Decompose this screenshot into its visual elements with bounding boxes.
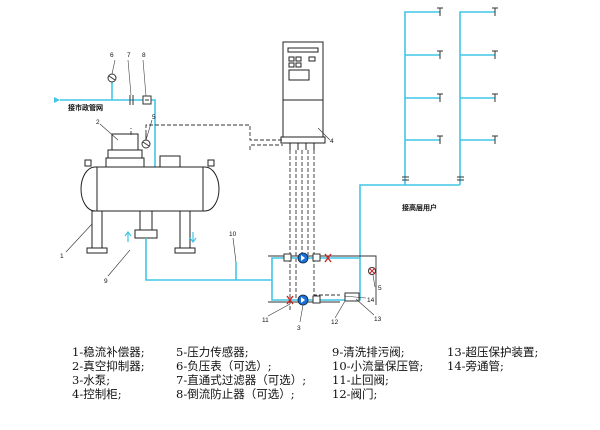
pump-pipes bbox=[145, 238, 361, 301]
legend-item: 7-直通式过滤器（可选）; bbox=[176, 373, 307, 387]
callout-10: 10 bbox=[229, 231, 237, 238]
legend-item: 11-止回阀; bbox=[332, 373, 389, 387]
callout-12: 12 bbox=[331, 319, 339, 326]
legend-item: 5-压力传感器; bbox=[176, 345, 249, 359]
callout-14: 14 bbox=[367, 297, 375, 304]
legend-item: 8-倒流防止器（可选）; bbox=[176, 387, 295, 401]
callout-6: 6 bbox=[110, 52, 114, 59]
pump-upper bbox=[297, 252, 309, 264]
control-cables bbox=[130, 124, 340, 310]
callout-leaders bbox=[65, 119, 376, 323]
vacuum-suppressor-gauge bbox=[141, 134, 151, 149]
legend-col-1: 1-稳流补偿器; 2-真空抑制器; 3-水泵; 4-控制柜; bbox=[72, 345, 145, 401]
callout-3: 3 bbox=[297, 325, 301, 332]
pump-lower bbox=[297, 294, 309, 306]
callout-labels: 1 2 3 4 5 6 7 8 9 10 11 12 13 14 5 bbox=[60, 52, 382, 332]
legend-col-3: 9-清洗排污阀; 10-小流量保压管; 11-止回阀; 12-阀门; bbox=[332, 345, 423, 401]
inlet-arrow bbox=[54, 97, 60, 103]
callout-1: 1 bbox=[60, 253, 64, 260]
legend-item: 4-控制柜; bbox=[72, 387, 122, 401]
legend-item: 2-真空抑制器; bbox=[72, 359, 145, 373]
inlet-pipe bbox=[60, 80, 156, 170]
legend-item: 14-旁通管; bbox=[447, 359, 504, 373]
callout-11: 11 bbox=[262, 317, 269, 324]
tank-drain-arrows bbox=[124, 231, 197, 243]
callout-9: 9 bbox=[104, 278, 108, 285]
riser-outlet-valves bbox=[402, 7, 498, 181]
label-high-user: 接高层用户 bbox=[402, 203, 437, 212]
compensator-tank bbox=[80, 133, 220, 254]
legend-item: 1-稳流补偿器; bbox=[72, 345, 145, 359]
legend-item: 3-水泵; bbox=[72, 373, 111, 387]
callout-2: 2 bbox=[96, 119, 100, 126]
callout-7: 7 bbox=[127, 52, 131, 59]
legend-item: 10-小流量保压管; bbox=[332, 359, 424, 373]
callout-4-cabinet: 4 bbox=[330, 138, 334, 145]
legend-col-2: 5-压力传感器; 6-负压表（可选）; 7-直通式过滤器（可选）; 8-倒流防止… bbox=[176, 345, 306, 401]
control-cabinet bbox=[280, 41, 326, 150]
callout-8: 8 bbox=[142, 52, 146, 59]
check-valves bbox=[286, 253, 332, 305]
riser-pipes bbox=[359, 11, 495, 240]
legend-item: 12-阀门; bbox=[332, 387, 378, 401]
label-city-pipe: 接市政管网 bbox=[68, 103, 103, 112]
inlet-leader-lines bbox=[111, 59, 147, 97]
legend-item: 13-超压保护装置; bbox=[447, 345, 539, 359]
legend-item: 9-清洗排污阀; bbox=[332, 345, 405, 359]
callout-5: 5 bbox=[152, 114, 156, 121]
legend-col-4: 13-超压保护装置; 14-旁通管; bbox=[447, 345, 538, 373]
legend-item: 6-负压表（可选）; bbox=[176, 359, 272, 373]
callout-5-right: 5 bbox=[378, 285, 382, 292]
callout-13: 13 bbox=[374, 316, 382, 323]
